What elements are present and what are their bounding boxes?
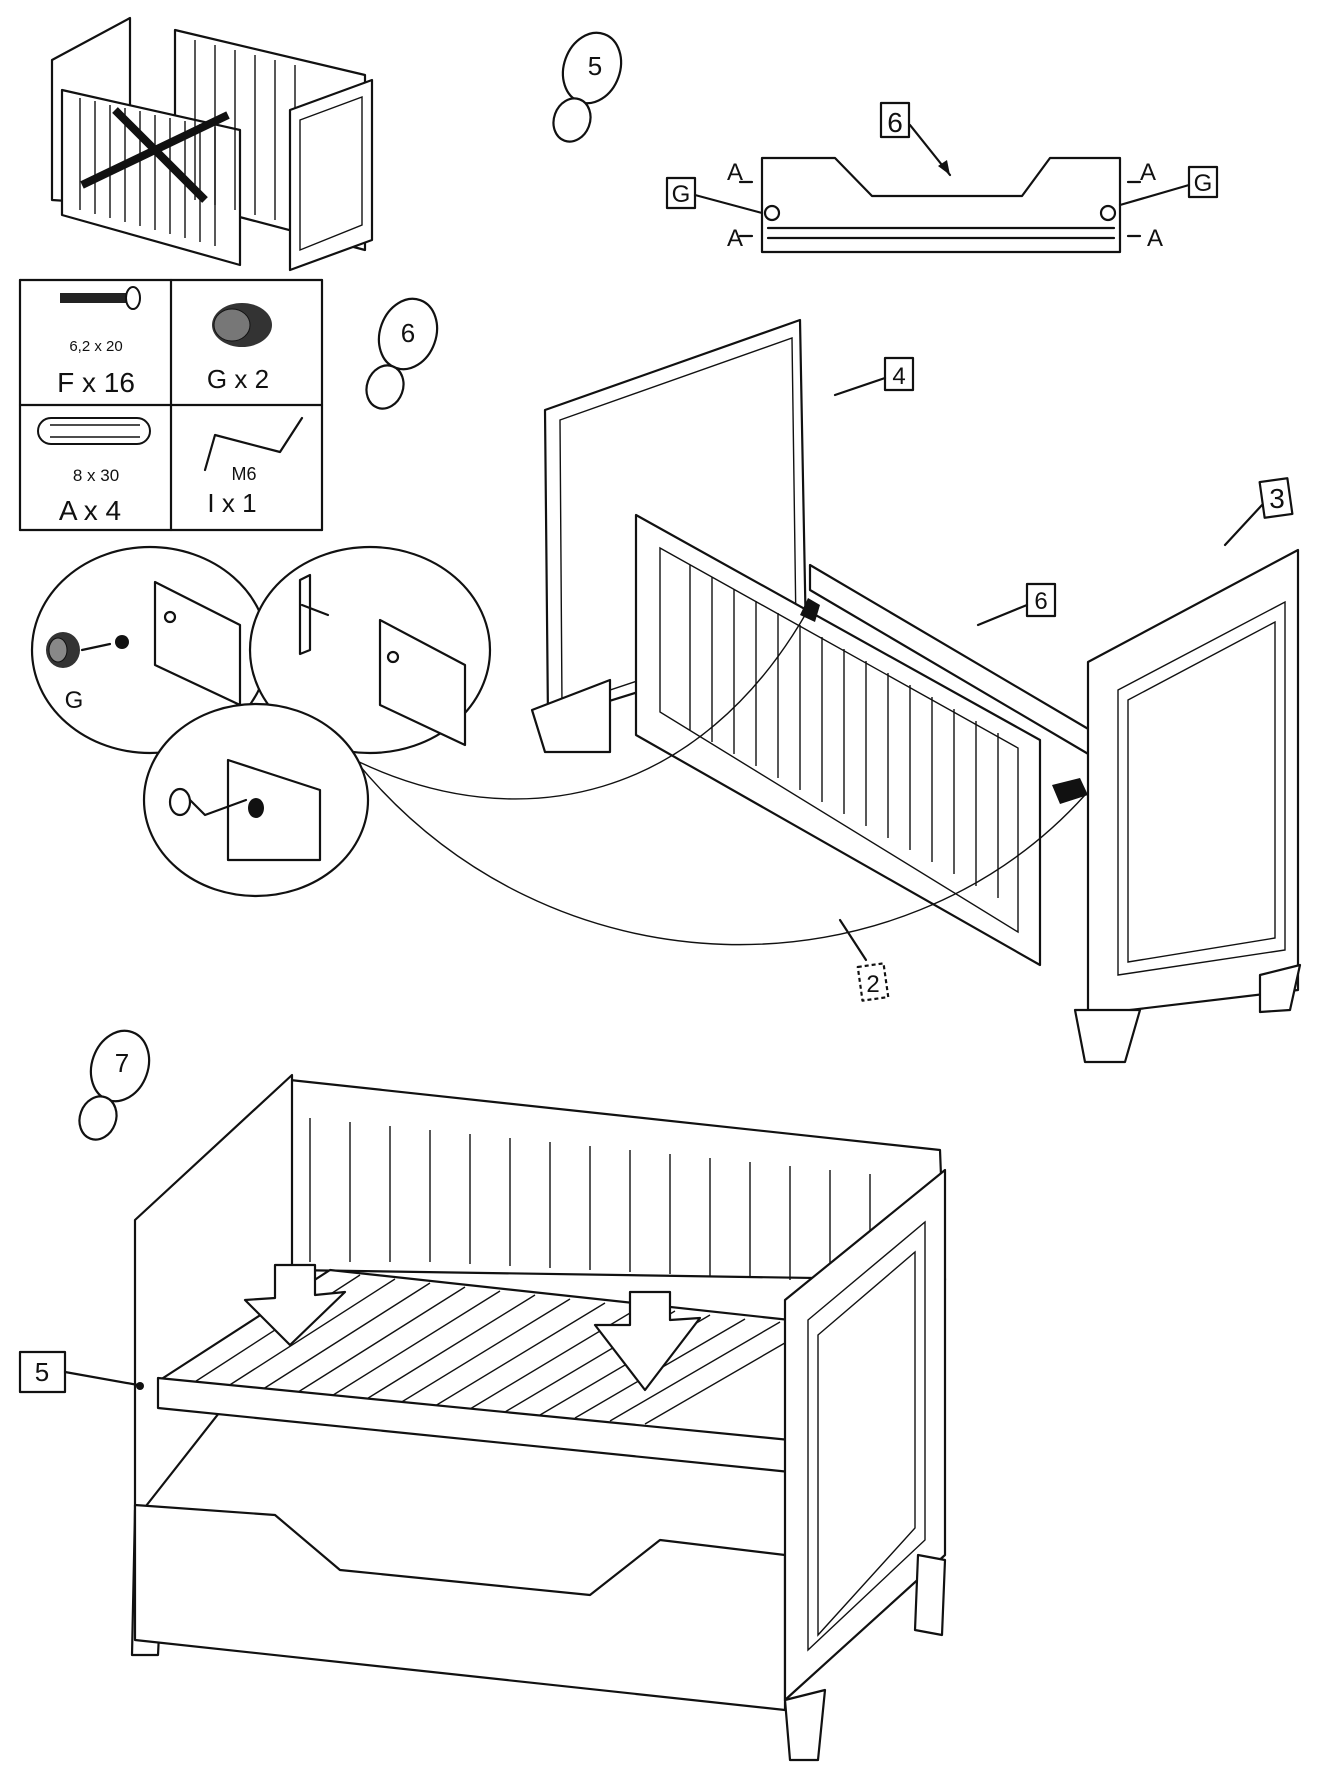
step-5-label: 5 — [588, 51, 602, 81]
step-7-label: 7 — [115, 1048, 129, 1078]
hw-allen-size: M6 — [231, 464, 256, 484]
dowel-icon — [37, 417, 151, 445]
cam-nut-icon — [212, 303, 272, 347]
hw-dowel-size: 8 x 30 — [73, 466, 119, 485]
text-labels: 5 6 7 6 4 3 6 2 5 A A A A G G 6,2 x 20 F… — [35, 51, 1285, 1387]
hw-dowel-qty: A x 4 — [59, 495, 121, 526]
crib-thumbnail-crossed — [50, 16, 374, 272]
panel6-g-left: G — [672, 181, 691, 208]
step-5-footprint-icon — [552, 31, 623, 143]
panel6-a-top-right: A — [1140, 159, 1156, 186]
step-7-footprint-icon — [78, 1029, 151, 1141]
detail-g-label: G — [65, 687, 84, 714]
hw-cam-qty: G x 2 — [207, 364, 269, 394]
hw-screw-qty: F x 16 — [57, 367, 135, 398]
hw-screw-size: 6,2 x 20 — [69, 338, 122, 355]
hardware-table — [18, 278, 324, 532]
panel-6-diagram — [665, 101, 1219, 254]
part-4-label: 4 — [892, 363, 905, 390]
allen-key-icon — [203, 416, 304, 472]
part-6-top-label: 6 — [887, 107, 903, 138]
panel6-a-top-left: A — [727, 159, 743, 186]
panel6-g-right: G — [1194, 170, 1213, 197]
step6-exploded-crib — [354, 318, 1302, 1064]
detail-circles — [30, 545, 492, 898]
step7-assembled-bed — [18, 1073, 947, 1762]
part-5-label: 5 — [35, 1357, 49, 1387]
step-6-footprint-icon — [365, 297, 439, 410]
part-2-label: 2 — [866, 971, 879, 998]
hw-allen-qty: I x 1 — [207, 488, 256, 518]
step-6-label: 6 — [401, 318, 415, 348]
part-6-mid-label: 6 — [1034, 588, 1047, 615]
part-3-label: 3 — [1269, 483, 1285, 514]
panel6-a-bottom-right: A — [1147, 225, 1163, 252]
screw-icon — [60, 286, 141, 310]
panel6-a-bottom-left: A — [727, 225, 743, 252]
